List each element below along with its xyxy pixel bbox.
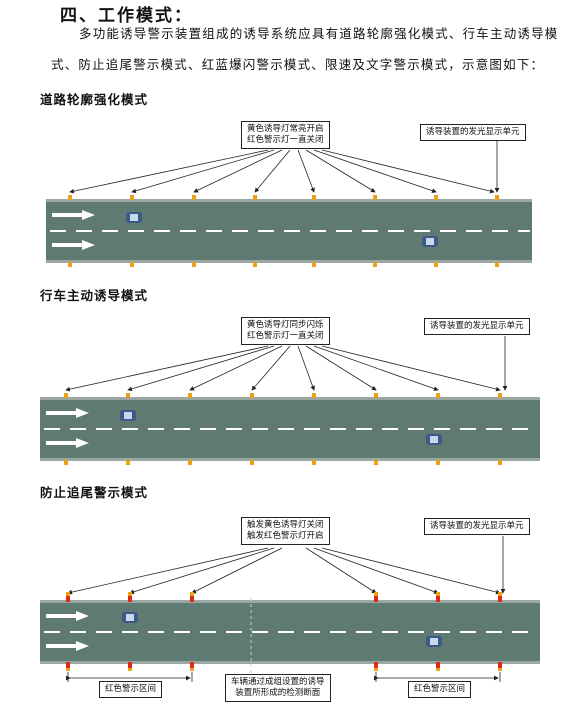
diagram-3-note: 触发黄色诱导灯关闭 触发红色警示灯开启 [241,517,330,545]
diagram-1-guide-lights-top [68,195,499,200]
diagram-3-car-2 [426,636,442,647]
diagram-3-zone-right-bracket [374,672,501,682]
diagram-3-title: 防止追尾警示模式 [40,485,149,500]
diagram-3-guide-lights-bottom [66,668,502,671]
diagram-1-car-1 [126,212,142,223]
diagram-1-road-figure [46,140,532,267]
diagram-1-title: 道路轮廓强化模式 [40,92,149,107]
diagram-2-arrow-upper [46,408,89,418]
diagram-2-guide-lights-bottom [64,460,502,465]
diagram-3-zone-left-label: 红色警示区间 [99,681,163,698]
diagram-3-side-note: 诱导装置的发光显示单元 [424,518,530,535]
diagram-3-road-figure [40,536,540,686]
diagram-3-zone-right-label: 红色警示区间 [408,681,472,698]
diagram-1-car-2 [422,236,438,247]
diagram-2-side-note: 诱导装置的发光显示单元 [424,318,530,335]
diagram-3-pointer-lines [67,536,506,595]
diagram-2-note-line-2: 红色警示灯一直关闭 [247,331,324,341]
diagram-1-note: 黄色诱导灯常亮开启 红色警示灯一直关闭 [241,121,330,149]
diagram-3-zone-left-bracket [66,672,193,682]
section-heading: 四、工作模式： [60,6,193,26]
diagram-3-note-line-2: 触发红色警示灯开启 [247,531,324,541]
diagram-2-title: 行车主动诱导模式 [40,288,149,303]
diagram-2-arrow-lower [46,438,89,448]
intro-paragraph-line-2: 式、防止追尾警示模式、红蓝爆闪警示模式、限速及文字警示模式，示意图如下： [51,57,545,72]
diagram-1-side-note: 诱导装置的发光显示单元 [420,124,526,141]
diagram-1-note-line-2: 红色警示灯一直关闭 [247,135,324,145]
diagram-3-guide-lights-top [66,592,502,596]
diagram-3-detection-note-line-2: 装置所形成的检测断面 [235,688,321,698]
diagram-2-note-line-1: 黄色诱导灯同步闪烁 [247,320,324,330]
diagram-1-arrow-upper [52,210,95,220]
diagram-1-note-line-1: 黄色诱导灯常亮开启 [247,124,324,134]
diagram-3-warning-lights-bottom [66,662,502,668]
diagram-2-guide-lights-top [64,393,502,398]
diagram-3-arrow-lower [46,641,89,651]
diagram-2-car-1 [120,410,136,421]
intro-paragraph-line-1: 多功能诱导警示装置组成的诱导系统应具有道路轮廓强化模式、行车主动诱导模 [79,26,559,41]
diagram-3-arrow-upper [46,611,89,621]
diagram-3-note-line-1: 触发黄色诱导灯关闭 [247,520,324,530]
diagram-3-warning-lights-top [66,596,502,602]
diagram-2-road-figure [40,336,540,465]
diagram-3-car-1 [122,612,138,623]
diagram-2-car-2 [426,434,442,445]
diagram-1-arrow-lower [52,240,95,250]
diagram-2-note: 黄色诱导灯同步闪烁 红色警示灯一直关闭 [241,317,330,345]
diagram-3-detection-note: 车辆通过成组设置的诱导 装置所形成的检测断面 [225,674,331,702]
diagram-2-pointer-lines [65,336,508,392]
diagram-1-pointer-lines [69,140,500,194]
diagram-1-guide-lights-bottom [68,262,499,267]
diagram-3-detection-note-line-1: 车辆通过成组设置的诱导 [231,677,325,687]
